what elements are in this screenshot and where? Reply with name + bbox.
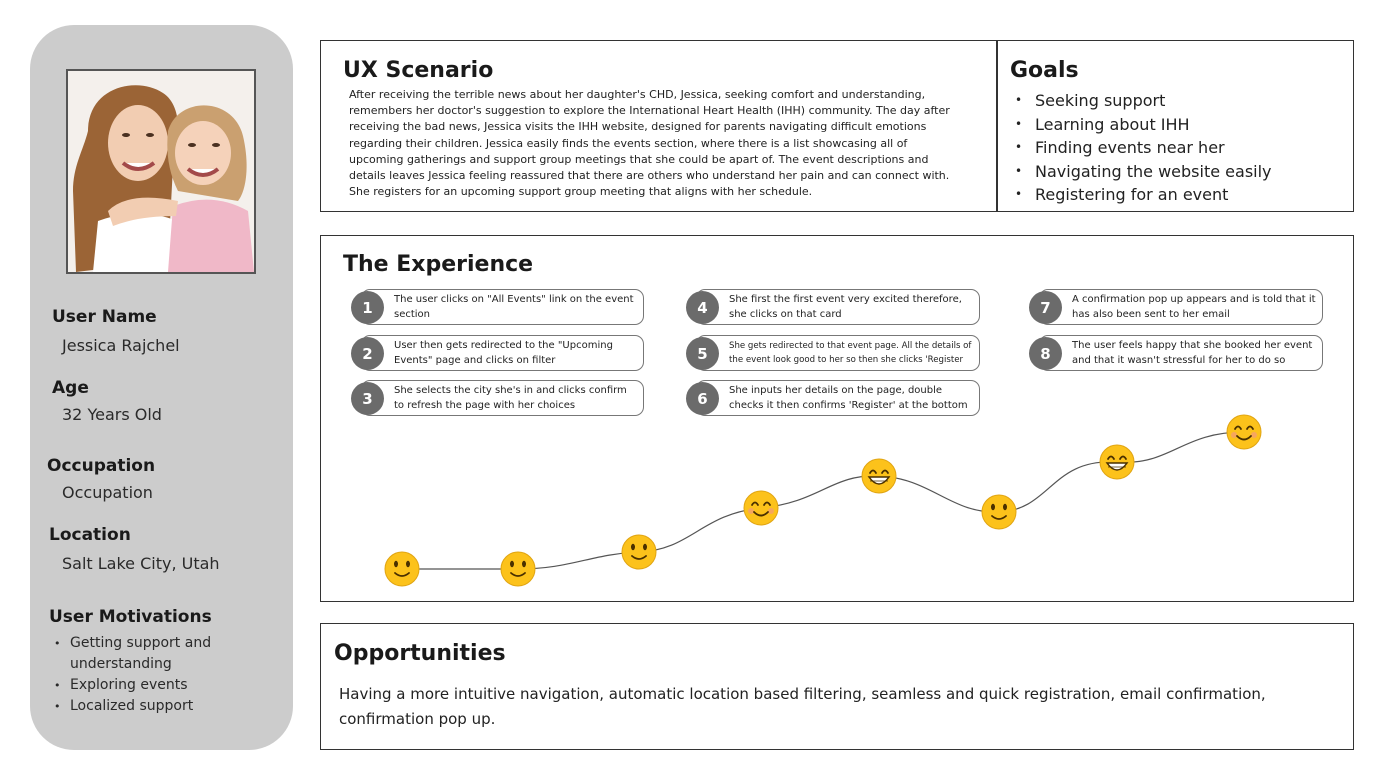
motivations-list: Getting support and understanding Explor…: [52, 633, 282, 717]
location-value: Salt Lake City, Utah: [62, 554, 220, 573]
user-name-label: User Name: [52, 307, 157, 327]
slight-smile-emoji-icon: [981, 494, 1017, 530]
step-card-5: She gets redirected to that event page. …: [686, 334, 980, 372]
step-number-badge: 8: [1029, 337, 1062, 370]
age-label: Age: [52, 378, 89, 398]
goal-item: Navigating the website easily: [1013, 160, 1272, 184]
step-number-badge: 4: [686, 291, 719, 324]
grin-emoji-icon: [861, 458, 897, 494]
goal-item: Learning about IHH: [1013, 113, 1272, 137]
step-card-8: The user feels happy that she booked her…: [1029, 334, 1323, 372]
step-text: She gets redirected to that event page. …: [696, 335, 980, 371]
scenario-text: After receiving the terrible news about …: [349, 88, 950, 199]
step-text: The user clicks on "All Events" link on …: [361, 289, 644, 325]
smile-emoji-icon: [743, 490, 779, 526]
goals-title: Goals: [1010, 58, 1079, 83]
opportunities-text: Having a more intuitive navigation, auto…: [339, 685, 1266, 728]
step-number-badge: 7: [1029, 291, 1062, 324]
occupation-value: Occupation: [62, 483, 153, 502]
slight-smile-emoji-icon: [621, 534, 657, 570]
step-text: She inputs her details on the page, doub…: [696, 380, 980, 416]
motivations-label: User Motivations: [49, 607, 212, 627]
age-value: 32 Years Old: [62, 405, 162, 424]
step-number-badge: 6: [686, 382, 719, 415]
step-number-badge: 1: [351, 291, 384, 324]
opportunities-box: Opportunities Having a more intuitive na…: [320, 623, 1354, 750]
scenario-goals-divider: [996, 41, 998, 211]
step-number-badge: 3: [351, 382, 384, 415]
persona-sidebar: User Name Jessica Rajchel Age 32 Years O…: [30, 25, 293, 750]
slight-smile-emoji-icon: [384, 551, 420, 587]
step-card-3: She selects the city she's in and clicks…: [351, 379, 644, 417]
step-card-4: She first the first event very excited t…: [686, 288, 980, 326]
experience-title: The Experience: [343, 252, 534, 277]
goals-list: Seeking support Learning about IHH Findi…: [1013, 89, 1272, 207]
step-number-badge: 2: [351, 337, 384, 370]
opportunities-title: Opportunities: [334, 641, 506, 666]
step-card-7: A confirmation pop up appears and is tol…: [1029, 288, 1323, 326]
user-name-value: Jessica Rajchel: [62, 336, 180, 355]
step-text: She first the first event very excited t…: [696, 289, 980, 325]
step-number-badge: 5: [686, 337, 719, 370]
location-label: Location: [49, 525, 131, 545]
slight-smile-emoji-icon: [500, 551, 536, 587]
step-text: The user feels happy that she booked her…: [1039, 335, 1323, 371]
step-text: A confirmation pop up appears and is tol…: [1039, 289, 1323, 325]
step-card-6: She inputs her details on the page, doub…: [686, 379, 980, 417]
motivation-item: Exploring events: [52, 675, 282, 696]
occupation-label: Occupation: [47, 456, 156, 476]
step-text: User then gets redirected to the "Upcomi…: [361, 335, 644, 371]
step-text: She selects the city she's in and clicks…: [361, 380, 644, 416]
motivation-item: Getting support and understanding: [52, 633, 282, 675]
experience-box: The Experience The user clicks on "All E…: [320, 235, 1354, 602]
goal-item: Finding events near her: [1013, 136, 1272, 160]
grin-emoji-icon: [1099, 444, 1135, 480]
scenario-title: UX Scenario: [343, 58, 494, 83]
goal-item: Registering for an event: [1013, 183, 1272, 207]
step-card-1: The user clicks on "All Events" link on …: [351, 288, 644, 326]
emotion-curve: [384, 414, 1262, 587]
persona-photo: [66, 69, 256, 274]
step-card-2: User then gets redirected to the "Upcomi…: [351, 334, 644, 372]
motivation-item: Localized support: [52, 696, 282, 717]
goal-item: Seeking support: [1013, 89, 1272, 113]
smile-emoji-icon: [1226, 414, 1262, 450]
scenario-goals-box: UX Scenario After receiving the terrible…: [320, 40, 1354, 212]
